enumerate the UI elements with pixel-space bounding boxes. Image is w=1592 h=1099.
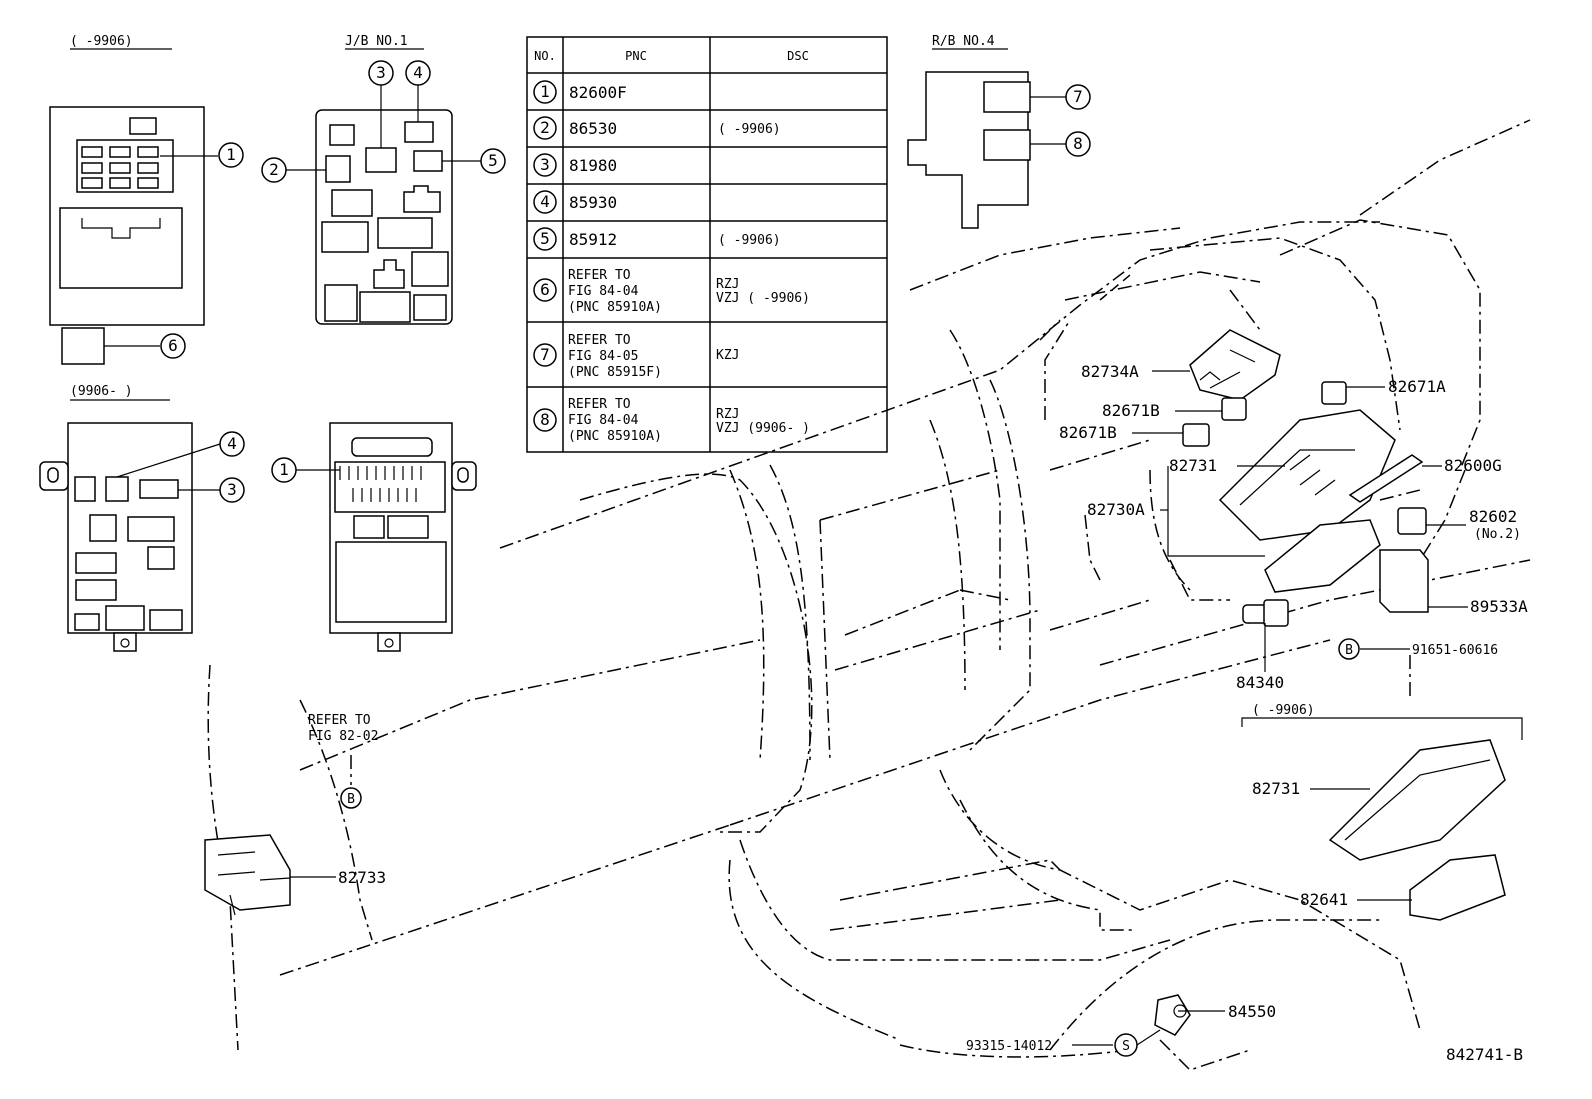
- table-row-6-dsc-1: RZJ: [716, 277, 739, 292]
- callout-2: 2: [269, 160, 279, 179]
- table-row-7-dsc-1: KZJ: [716, 348, 739, 363]
- inset-jb-no1: J/B NO.1: [286, 34, 481, 325]
- label-82731: 82731: [1169, 456, 1217, 475]
- jb-no1-caption: J/B NO.1: [345, 34, 408, 49]
- table-row-6-pnc-2: FIG 84-04: [568, 284, 639, 299]
- table-row-4-pnc: 85930: [569, 193, 617, 212]
- table-row-6-pnc-1: REFER TO: [568, 268, 631, 283]
- table-row-5-no: 5: [540, 229, 550, 248]
- callout-3a: 3: [376, 63, 386, 82]
- inset-caption-early: ( -9906): [70, 34, 133, 49]
- callout-7: 7: [1073, 87, 1083, 106]
- callout-1a: 1: [226, 145, 236, 164]
- marker-s: S: [1122, 1039, 1130, 1054]
- table-row-8-pnc-3: (PNC 85910A): [568, 429, 662, 444]
- inset-rb-no4: R/B NO.4: [907, 34, 1066, 229]
- table-row-1-pnc: 82600F: [569, 83, 627, 102]
- label-82671B-2: 82671B: [1059, 423, 1117, 442]
- label-82733: 82733: [338, 868, 386, 887]
- inset-fuse-panel: [296, 422, 477, 652]
- label-91651-60616: 91651-60616: [1412, 643, 1498, 658]
- table-header-no: NO.: [534, 49, 556, 63]
- table-row-7-pnc-1: REFER TO: [568, 333, 631, 348]
- table-row-2-dsc: ( -9906): [718, 122, 781, 137]
- label-fig-82-02: FIG 82-02: [308, 729, 378, 744]
- table-row-2-no: 2: [540, 118, 550, 137]
- markers: B B S: [340, 638, 1360, 1057]
- table-row-4-no: 4: [540, 192, 550, 211]
- table-row-8-dsc-1: RZJ: [716, 407, 739, 422]
- table-row-2-pnc: 86530: [569, 119, 617, 138]
- table-row-3-no: 3: [540, 155, 550, 174]
- label-inset-caption: ( -9906): [1252, 703, 1315, 718]
- label-84550: 84550: [1228, 1002, 1276, 1021]
- label-82602: 82602: [1469, 507, 1517, 526]
- label-82671B-1: 82671B: [1102, 401, 1160, 420]
- label-82602-sub: (No.2): [1474, 527, 1521, 542]
- label-82641: 82641: [1300, 890, 1348, 909]
- callout-4a: 4: [413, 63, 423, 82]
- inset-jb-early: ( -9906): [49, 34, 218, 365]
- label-82671A: 82671A: [1388, 377, 1446, 396]
- marker-b-right: B: [1345, 643, 1353, 658]
- table-row-7-pnc-3: (PNC 85915F): [568, 365, 662, 380]
- table-row-3-pnc: 81980: [569, 156, 617, 175]
- dashboard-outline: [207, 119, 1531, 1071]
- pnc-table: NO. PNC DSC 1 82600F 2 86530 ( -9906) 3 …: [526, 36, 888, 453]
- table-row-5-dsc: ( -9906): [718, 233, 781, 248]
- inset-caption-late: (9906- ): [70, 384, 133, 399]
- table-row-6-pnc-3: (PNC 85910A): [568, 300, 662, 315]
- table-row-8-dsc-2: VZJ (9906- ): [716, 421, 810, 436]
- callout-8: 8: [1073, 134, 1083, 153]
- table-row-5-pnc: 85912: [569, 230, 617, 249]
- callout-6: 6: [168, 336, 178, 355]
- label-93315-14012: 93315-14012: [966, 1039, 1052, 1054]
- table-row-6-dsc-2: VZJ ( -9906): [716, 291, 810, 306]
- table-row-7-pnc-2: FIG 84-05: [568, 349, 638, 364]
- rb-no4-caption: R/B NO.4: [932, 34, 995, 49]
- table-row-6-no: 6: [540, 280, 550, 299]
- table-row-7-no: 7: [540, 345, 550, 364]
- inset-callouts: 1 2 3 4 5 6 4 3 1 7 8: [160, 60, 1091, 503]
- figure-code: 842741-B: [1446, 1045, 1523, 1064]
- table-row-8-pnc-2: FIG 84-04: [568, 413, 639, 428]
- label-82600G: 82600G: [1444, 456, 1502, 475]
- leader-lines: [290, 370, 1523, 1046]
- label-84340: 84340: [1236, 673, 1284, 692]
- component-sketches: [204, 329, 1506, 1036]
- label-82730A: 82730A: [1087, 500, 1145, 519]
- label-82731-inset: 82731: [1252, 779, 1300, 798]
- marker-b-left: B: [347, 792, 355, 807]
- callout-5: 5: [488, 151, 498, 170]
- table-row-8-pnc-1: REFER TO: [568, 397, 631, 412]
- table-row-8-no: 8: [540, 410, 550, 429]
- table-header-pnc: PNC: [625, 49, 647, 63]
- callout-1b: 1: [279, 460, 289, 479]
- label-82734A: 82734A: [1081, 362, 1139, 381]
- label-89533A: 89533A: [1470, 597, 1528, 616]
- inset-jb-late: (9906- ): [39, 384, 221, 652]
- label-refer-to: REFER TO: [308, 713, 371, 728]
- part-labels: 82734A 82671A 82671B 82671B 82731 82600G…: [308, 362, 1528, 1064]
- table-row-1-no: 1: [540, 82, 550, 101]
- callout-4b: 4: [227, 434, 237, 453]
- table-header-dsc: DSC: [787, 49, 809, 63]
- callout-3b: 3: [227, 480, 237, 499]
